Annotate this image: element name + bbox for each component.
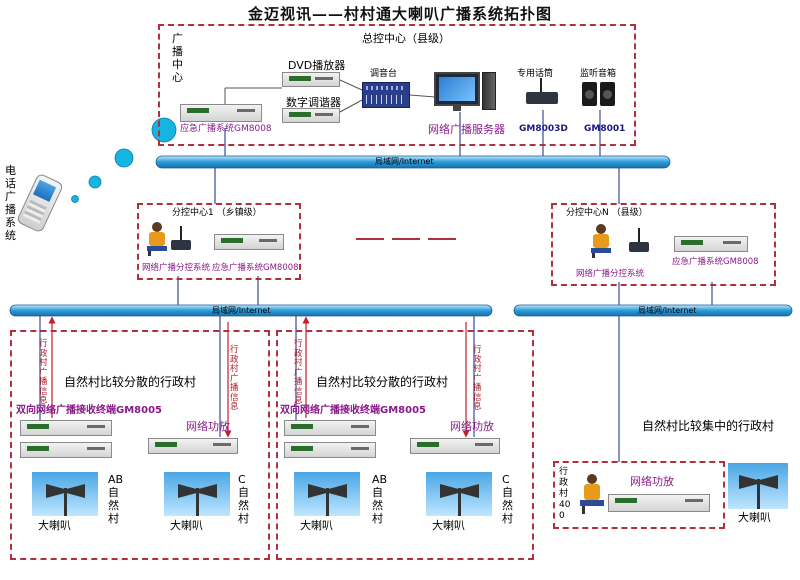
center-vertical-label: 广播中心 xyxy=(172,32,183,84)
bus-top-label: 局域网/Internet xyxy=(375,157,434,166)
village-left-speaker-label-1: 大喇叭 xyxy=(38,519,71,532)
server-tower-icon xyxy=(482,72,496,110)
village-left-receiver-device-1 xyxy=(20,420,112,436)
village-right-amp-label: 网络功放 xyxy=(630,475,674,488)
village-mid-speaker-icon-2 xyxy=(426,472,492,516)
branch-n-operator-icon xyxy=(588,224,614,258)
branch-1-label-b: 应急广播系统GM8008 xyxy=(212,263,299,273)
village-left-title: 自然村比较分散的行政村 xyxy=(64,375,197,389)
mixer-device xyxy=(362,82,410,108)
branch-1-operator-icon xyxy=(144,222,170,256)
dvd-label: DVD播放器 xyxy=(288,59,346,72)
village-mid-arrow-up: 行政村广播信息 xyxy=(294,339,303,406)
emergency-system-device xyxy=(180,104,262,122)
village-right-title: 自然村比较集中的行政村 xyxy=(642,419,775,433)
branch-1-mic-icon xyxy=(170,226,192,252)
village-right-amp-device xyxy=(608,494,710,512)
tuner-label: 数字调谐器 xyxy=(286,96,341,109)
village-mid-amp-device xyxy=(410,438,500,454)
village-right-operator-icon xyxy=(578,474,606,514)
village-right-speaker-label: 大喇叭 xyxy=(738,511,771,524)
page-title: 金迈视讯——村村通大喇叭广播系统拓扑图 xyxy=(247,5,552,23)
center-title: 总控中心（县级） xyxy=(362,32,450,45)
mixer-label: 调音台 xyxy=(370,69,398,79)
village-left-speaker-label-2: 大喇叭 xyxy=(170,519,203,532)
village-right-speaker-icon xyxy=(728,463,788,509)
emergency-label: 应急广播系统GM8008 xyxy=(180,124,272,134)
branch-n-title: 分控中心N （县级） xyxy=(566,208,648,218)
server-label: 网络广播服务器 xyxy=(428,123,505,136)
village-left-speaker-icon-2 xyxy=(164,472,230,516)
village-left-arrow-up: 行政村广播信息 xyxy=(39,339,48,406)
branch-n-device xyxy=(674,236,748,252)
control-center-box xyxy=(158,24,636,146)
bus-right-label: 局域网/Internet xyxy=(638,306,697,315)
mic-label: 专用话筒 xyxy=(517,69,554,79)
branch-n-box xyxy=(551,203,776,286)
village-right-admin-label: 行政村400 xyxy=(559,467,571,521)
server-monitor-icon xyxy=(434,72,480,106)
monitor-speaker-label: 监听音箱 xyxy=(580,69,617,79)
bus-left-label: 局域网/Internet xyxy=(212,306,271,315)
village-mid-amp-label: 网络功放 xyxy=(450,420,494,433)
village-mid-receiver-device-2 xyxy=(284,442,376,458)
monitor-speaker-icon xyxy=(582,82,616,106)
village-left-amp-label: 网络功放 xyxy=(186,420,230,433)
branch-n-label-b: 应急广播系统GM8008 xyxy=(672,257,759,267)
branch-1-title: 分控中心1 （乡镇级） xyxy=(172,208,262,218)
village-mid-speaker-label-1: 大喇叭 xyxy=(300,519,333,532)
tuner-device xyxy=(282,108,340,123)
mic-model: GM8003D xyxy=(519,124,568,134)
dvd-player-device xyxy=(282,72,340,87)
village-left-box xyxy=(10,330,270,560)
bus-left xyxy=(9,304,493,317)
village-left-arrow-down: 行政村广播信息 xyxy=(230,345,239,412)
village-left-amp-device xyxy=(148,438,238,454)
village-mid-arrow-down: 行政村广播信息 xyxy=(473,345,482,412)
mic-icon xyxy=(522,78,560,104)
branch-1-box xyxy=(137,203,301,280)
branch-n-label-a: 网络广播分控系统 xyxy=(576,269,645,279)
village-left-receiver-device-2 xyxy=(20,442,112,458)
monitor-speaker-model: GM8001 xyxy=(584,124,626,134)
village-mid-title: 自然村比较分散的行政村 xyxy=(316,375,449,389)
village-left-ab-label: AB自然村 xyxy=(108,473,124,525)
village-mid-c-label: C自然村 xyxy=(502,473,513,525)
phone-label: 电话广播系统 xyxy=(5,164,16,242)
village-mid-box xyxy=(276,330,534,560)
bus-right xyxy=(513,304,793,317)
village-mid-speaker-label-2: 大喇叭 xyxy=(432,519,465,532)
branch-1-label-a: 网络广播分控系统 xyxy=(142,263,211,273)
village-left-speaker-icon-1 xyxy=(32,472,98,516)
branch-n-mic-icon xyxy=(628,228,650,254)
village-left-c-label: C自然村 xyxy=(238,473,249,525)
village-left-receiver: 双向网络广播接收终端GM8005 xyxy=(16,405,162,416)
branch-1-device xyxy=(214,234,284,250)
server-stand xyxy=(453,106,461,111)
village-right-box xyxy=(553,461,725,529)
village-mid-receiver-device-1 xyxy=(284,420,376,436)
bus-top xyxy=(155,155,671,169)
village-mid-speaker-icon-1 xyxy=(294,472,360,516)
village-mid-ab-label: AB自然村 xyxy=(372,473,388,525)
village-mid-receiver: 双向网络广播接收终端GM8005 xyxy=(280,405,426,416)
